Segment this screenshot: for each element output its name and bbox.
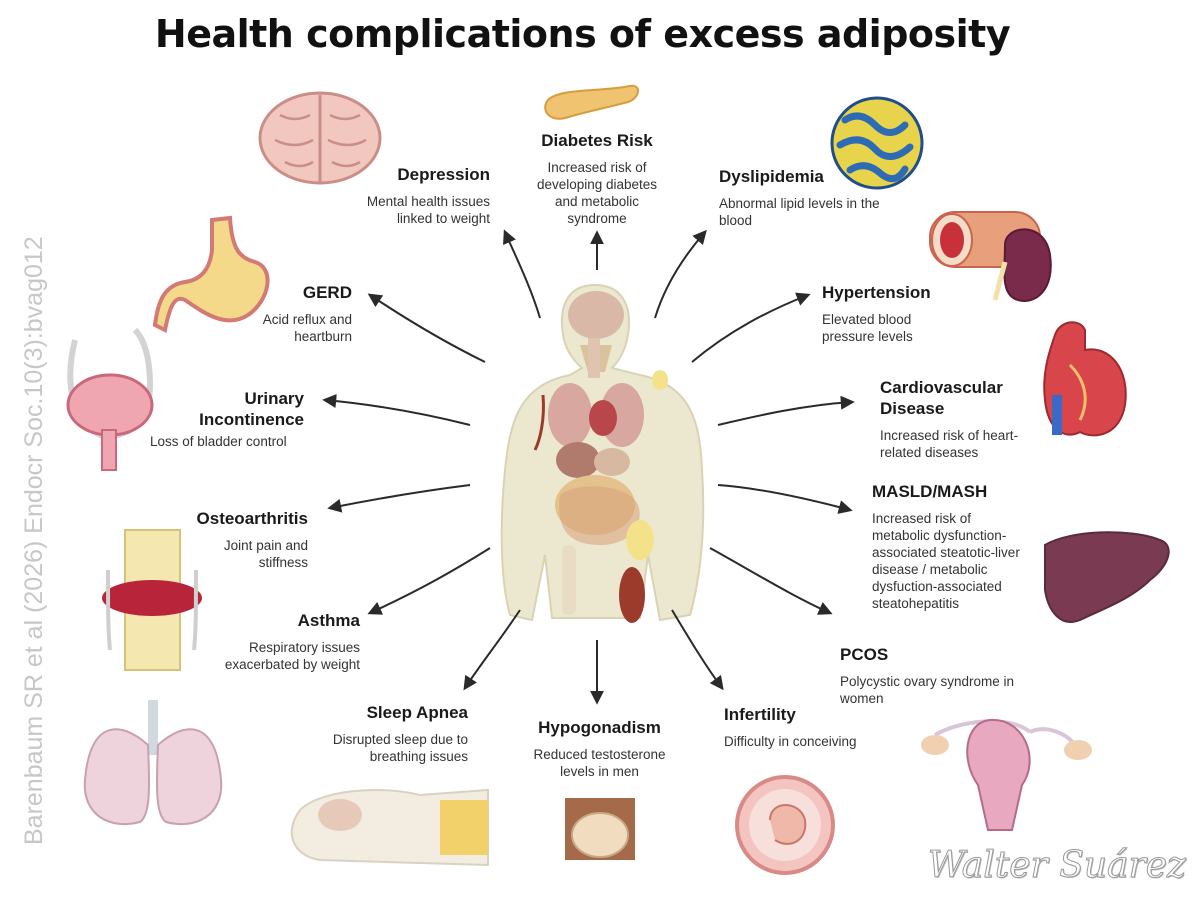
condition-desc: Difficulty in conceiving (724, 734, 857, 749)
condition-sleep: Sleep Apnea Disrupted sleep due to breat… (268, 702, 468, 765)
condition-dyslipidemia: Dyslipidemia Abnormal lipid levels in th… (719, 166, 894, 229)
condition-desc: Increased risk of metabolic dysfunction-… (872, 511, 1020, 611)
arrows (322, 229, 855, 705)
blood-vessel-kidney-illustration (929, 211, 1052, 302)
pancreas-illustration (544, 84, 639, 120)
heart-illustration (1043, 321, 1127, 437)
condition-osteo: Osteoarthritis Joint pain and stiffness (108, 508, 308, 571)
condition-desc: Abnormal lipid levels in the blood (719, 196, 880, 228)
condition-urinary: Urinary Incontinence (124, 388, 304, 430)
uterus-illustration (921, 718, 1092, 831)
lipid-sphere-illustration (830, 96, 924, 190)
condition-pcos: PCOS Polycystic ovary syndrome in women (840, 644, 1040, 707)
citation-credit: Barenbaum SR et al (2026) Endocr Soc.10(… (20, 236, 48, 845)
condition-desc: Loss of bladder control (150, 434, 287, 449)
condition-asthma: Asthma Respiratory issues exacerbated by… (160, 610, 360, 673)
condition-desc: Acid reflux and heartburn (262, 312, 352, 344)
condition-name: Sleep Apnea (366, 703, 468, 722)
human-body-figure (500, 283, 705, 623)
brain-illustration (258, 91, 382, 185)
condition-name: Diabetes Risk (541, 131, 653, 150)
condition-name: MASLD/MASH (872, 482, 988, 501)
condition-desc: Reduced testosterone levels in men (533, 747, 666, 779)
knee-joint-illustration (102, 529, 202, 671)
condition-name: Infertility (724, 705, 796, 724)
lungs-illustration (83, 700, 223, 826)
stomach-illustration (152, 215, 270, 333)
author-signature: Walter Suárez (927, 845, 1186, 887)
condition-name: Hypertension (822, 283, 931, 302)
condition-cardio: Cardiovascular Disease Increased risk of… (880, 377, 1035, 461)
condition-diabetes: Diabetes Risk Increased risk of developi… (517, 130, 677, 227)
bladder-illustration (66, 327, 154, 471)
condition-desc: Increased risk of developing diabetes an… (536, 160, 658, 226)
condition-depression: Depression Mental health issues linked t… (290, 164, 490, 227)
liver-illustration (1044, 531, 1170, 623)
condition-desc: Elevated blood pressure levels (822, 312, 913, 344)
sleep-apnea-illustration (290, 788, 489, 867)
condition-gerd: GERD Acid reflux and heartburn (152, 282, 352, 345)
fetus-illustration (735, 775, 835, 875)
condition-name: Asthma (297, 611, 360, 630)
condition-desc: Disrupted sleep due to breathing issues (332, 732, 468, 764)
testes-illustration (565, 798, 635, 860)
page-title: Health complications of excess adiposity (154, 12, 1011, 56)
condition-infertility: Infertility Difficulty in conceiving (724, 704, 884, 750)
condition-desc: Polycystic ovary syndrome in women (840, 674, 1015, 706)
condition-hypogonadism: Hypogonadism Reduced testosterone levels… (517, 717, 682, 780)
condition-name: Depression (397, 165, 490, 184)
condition-name: Dyslipidemia (719, 167, 824, 186)
condition-desc: Mental health issues linked to weight (366, 194, 490, 226)
condition-urinary-desc-wrap: Loss of bladder control (150, 433, 350, 450)
condition-name: PCOS (840, 645, 889, 664)
condition-masld: MASLD/MASH Increased risk of metabolic d… (872, 481, 1037, 612)
condition-desc: Respiratory issues exacerbated by weight (224, 640, 360, 672)
condition-name: Cardiovascular Disease (880, 378, 1003, 418)
condition-desc: Increased risk of heart-related diseases (880, 428, 1019, 460)
condition-name: Hypogonadism (538, 718, 661, 737)
condition-name: Osteoarthritis (196, 509, 308, 528)
condition-hypertension: Hypertension Elevated blood pressure lev… (822, 282, 982, 345)
condition-name: GERD (302, 283, 352, 302)
condition-name: Urinary Incontinence (199, 389, 304, 429)
condition-desc: Joint pain and stiffness (223, 538, 308, 570)
